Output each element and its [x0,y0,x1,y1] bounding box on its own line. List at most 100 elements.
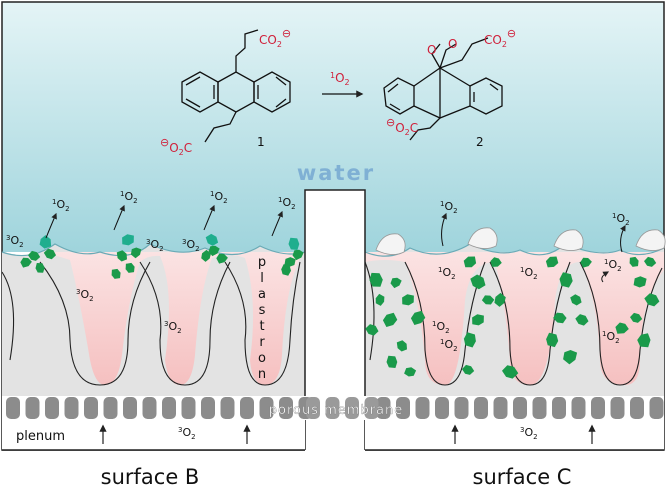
surface-c-post-outline [489,261,571,386]
plastron-label-letter: n [258,367,266,382]
embedded-sensitizer [563,350,578,365]
triplet-oxygen-label: 3O2 [182,238,200,253]
triplet-oxygen-label: 3O2 [520,426,538,441]
membrane-pore-segment [103,397,118,419]
embedded-sensitizer [130,247,142,259]
embedded-sensitizer [615,322,629,334]
embedded-sensitizer [111,268,121,279]
embedded-sensitizer [404,367,417,377]
surface-c-interface [364,243,665,257]
embedded-sensitizer [43,248,56,260]
molecule-sidechain [235,29,259,72]
plenum-label: plenum [16,429,65,444]
surface-b-post-outline [1,271,15,361]
surface-b-post-outline [224,261,301,386]
membrane-pore-segment [64,397,79,419]
surface-b-interface [1,243,306,257]
embedded-sensitizer [644,293,660,307]
singlet-oxygen-arrow [271,210,283,237]
membrane-label: porous membrane [269,403,404,418]
embedded-sensitizer [125,262,135,273]
membrane-pore-segment [493,397,508,419]
embedded-sensitizer [502,365,519,379]
carboxylate-top-1: CO2⊖ [259,27,291,49]
embedded-sensitizer [570,294,582,306]
plenum-right [365,420,664,450]
singlet-oxygen-arrow [203,204,215,231]
singlet-oxygen-label: 1O2 [438,266,456,281]
embedded-sensitizer [396,340,407,352]
embedded-sensitizer [546,332,559,348]
embedded-sensitizer [216,253,228,264]
membrane-pore-segment [279,397,293,419]
singlet-oxygen-label: 1O2 [432,320,450,335]
interface-sensitizer [288,237,300,250]
membrane-pore-segment [123,397,137,419]
carboxylate-bottom-1: ⊖O2C [160,136,192,157]
triplet-oxygen-label: 3O2 [146,238,164,253]
compound-number-1: 1 [257,135,265,149]
embedded-sensitizer [208,245,220,257]
membrane-pore-segment [240,397,254,419]
embedded-sensitizer [463,332,476,348]
membrane-pore-segment [630,397,644,419]
membrane-pore-segment [220,397,235,419]
membrane-pore-segment [345,397,359,419]
embedded-sensitizer [386,355,398,368]
embedded-sensitizer [559,272,573,288]
surface-b-post-outline [139,261,231,386]
surface-c-label: surface C [473,465,572,489]
water-label: water [297,161,375,185]
membrane-pore-segment [45,397,59,419]
membrane-pore-segment [181,397,196,419]
interface-sensitizer [122,234,134,246]
singlet-oxygen-label: 1O2 [440,338,458,353]
membrane-pore-segment [610,397,625,419]
singlet-oxygen-label: 1O2 [440,200,458,215]
endoperoxide-molecule [383,37,503,141]
embedded-sensitizer [402,294,414,306]
embedded-sensitizer [382,312,398,327]
surface-c-sensitizers [365,227,666,379]
singlet-oxygen-label: 1O2 [602,330,620,345]
surface-c-post-outline [579,261,663,386]
plastron-label-letter: o [258,351,266,366]
triplet-oxygen-label: 3O2 [178,426,196,441]
embedded-sensitizer [463,256,477,268]
embedded-sensitizer [410,310,426,325]
embedded-sensitizer [369,272,383,287]
interface-sensitizer [39,235,52,249]
peroxide-atom-b: O [448,37,457,51]
surface-c-plastron [365,252,664,385]
membrane-pore-segment [415,397,430,419]
embedded-sensitizer [490,257,502,267]
embedded-sensitizer [472,314,484,326]
membrane-pore-segment [435,397,449,419]
plastron-label-letter: t [259,319,264,334]
singlet-oxygen-label: 1O2 [604,258,622,273]
triplet-oxygen-label: 3O2 [164,320,182,335]
plastron-label-letter: s [259,303,266,318]
membrane-pore-segment [474,397,488,419]
membrane-pore-segment [6,397,20,419]
embedded-sensitizer [20,257,32,268]
embedded-sensitizer [481,295,495,305]
membrane-pore-segment [364,397,379,419]
triplet-oxygen-label: 3O2 [6,234,24,249]
singlet-oxygen-label: 1O2 [210,190,228,205]
sensitizer-cap [375,233,406,255]
embedded-sensitizer [201,249,211,262]
embedded-sensitizer [580,257,592,268]
embedded-sensitizer [390,277,402,289]
membrane-pore-segment [306,397,320,419]
singlet-oxygen-label: 1O2 [120,190,138,205]
carboxylate-bottom-2: ⊖O2C [386,116,418,137]
plastron-label-letter: p [258,255,266,270]
molecule-sidechain [439,37,489,69]
embedded-sensitizer [281,264,291,276]
molecule-sidechain [204,111,237,143]
peroxide-atom-a: O [427,43,436,57]
triplet-oxygen-label: 3O2 [76,288,94,303]
